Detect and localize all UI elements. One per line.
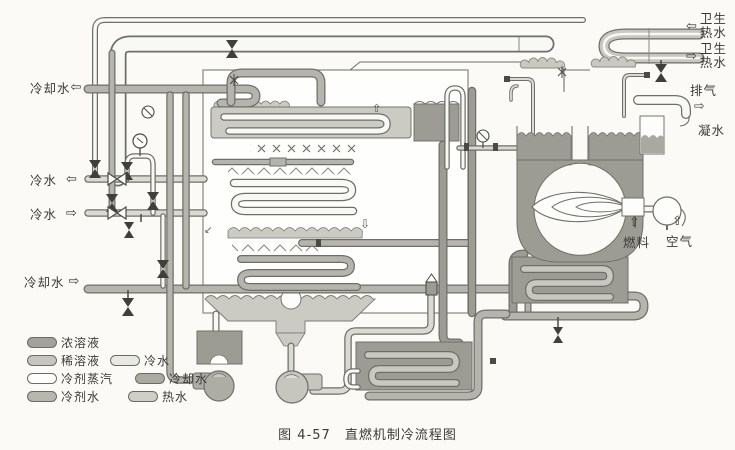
legend-swatch <box>128 391 158 402</box>
vent-mark <box>229 66 567 86</box>
legend-item-dilute-solution: 稀溶液 <box>27 352 100 369</box>
label-chilled-water-in: 冷水 ⇨ <box>30 204 77 223</box>
legend-item-hot-water: 热水 <box>128 388 188 405</box>
legend-swatch <box>27 337 57 348</box>
pressure-gauge <box>132 105 490 156</box>
legend-item-cooling-water: 冷却水 <box>135 370 208 387</box>
label-condensate: 凝水 <box>698 123 726 138</box>
label-sanitary-hot-water-out: ⇦ 卫生热水 <box>686 11 727 40</box>
valves-and-instruments <box>89 40 667 343</box>
shutoff-valve <box>107 171 127 221</box>
arrow-left-icon: ⇦ <box>66 172 77 187</box>
label-cooling-water-out: 冷却水⇦ <box>30 78 81 97</box>
svg-text:↙: ↙ <box>204 225 212 236</box>
arrow-right-icon: ⇨ <box>66 206 77 221</box>
fuel-arrow-icon: ⇧ <box>629 214 641 229</box>
refrigerant-pump <box>275 370 323 404</box>
svg-text:⇧: ⇧ <box>372 102 381 115</box>
low-temp-heat-exchanger <box>343 341 496 391</box>
arrow-left-icon: ⇦ <box>686 18 697 34</box>
refrigerant-water-pool <box>227 227 363 239</box>
float-valve <box>425 273 438 296</box>
purge-unit-box <box>196 330 243 365</box>
legend-item-chilled-water: 冷水 <box>110 352 170 369</box>
exhaust-arrow-icon: ⇨ <box>694 98 706 113</box>
spray-row-evaporator <box>228 167 352 178</box>
spray-row-generator <box>250 143 362 154</box>
figure-title: 直燃机制冷流程图 <box>344 428 457 443</box>
cooling-water-out-text: 冷却水 <box>30 81 71 96</box>
label-cooling-water-in: 冷却水⇨ <box>24 272 79 291</box>
legend-swatch <box>27 391 57 402</box>
figure-number: 图 4-57 <box>278 428 331 443</box>
legend-swatch <box>110 355 140 366</box>
legend-item-refrigerant-water: 冷剂水 <box>27 388 100 405</box>
legend-swatch <box>27 373 57 384</box>
legend-item-concentrated-solution: 浓溶液 <box>27 334 100 351</box>
legend-item-refrigerant-vapor: 冷剂蒸汽 <box>27 370 113 387</box>
low-temp-generator-pool <box>413 103 460 142</box>
label-exhaust: 排气 <box>690 83 718 98</box>
burner-nozzle <box>621 197 645 217</box>
legend-swatch <box>135 373 165 384</box>
spray-row-absorber <box>232 241 322 252</box>
chilled-water-in-text: 冷水 <box>30 207 58 222</box>
solution-pump <box>192 370 235 402</box>
legend-swatch <box>27 355 57 366</box>
label-sanitary-hot-water-in: ⇨ 卫生热水 <box>686 41 727 70</box>
label-fuel: 燃料 <box>623 235 651 250</box>
chilled-water-out-text: 冷水 <box>30 173 58 188</box>
flow-arrow: ⇩ ↙ ⇧ <box>204 102 381 236</box>
svg-text:⇩: ⇩ <box>360 217 370 231</box>
arrow-right-icon: ⇨ <box>68 274 80 289</box>
cooling-water-in-text: 冷却水 <box>24 275 65 290</box>
high-temp-heat-exchanger <box>511 256 629 304</box>
arrow-left-icon: ⇦ <box>70 80 82 95</box>
arrow-right-icon: ⇨ <box>686 48 697 64</box>
label-chilled-water-out: 冷水 ⇦ <box>30 170 77 189</box>
label-air: 空气 <box>666 234 694 249</box>
vapor-cloud <box>519 56 637 69</box>
pipe-fitting <box>316 72 650 247</box>
high-temp-generator <box>516 126 686 263</box>
exhaust-recovery-tank <box>639 115 665 155</box>
figure-caption: 图 4-57 直燃机制冷流程图 <box>0 424 735 443</box>
air-arrow-icon: ⇧ <box>672 213 684 228</box>
